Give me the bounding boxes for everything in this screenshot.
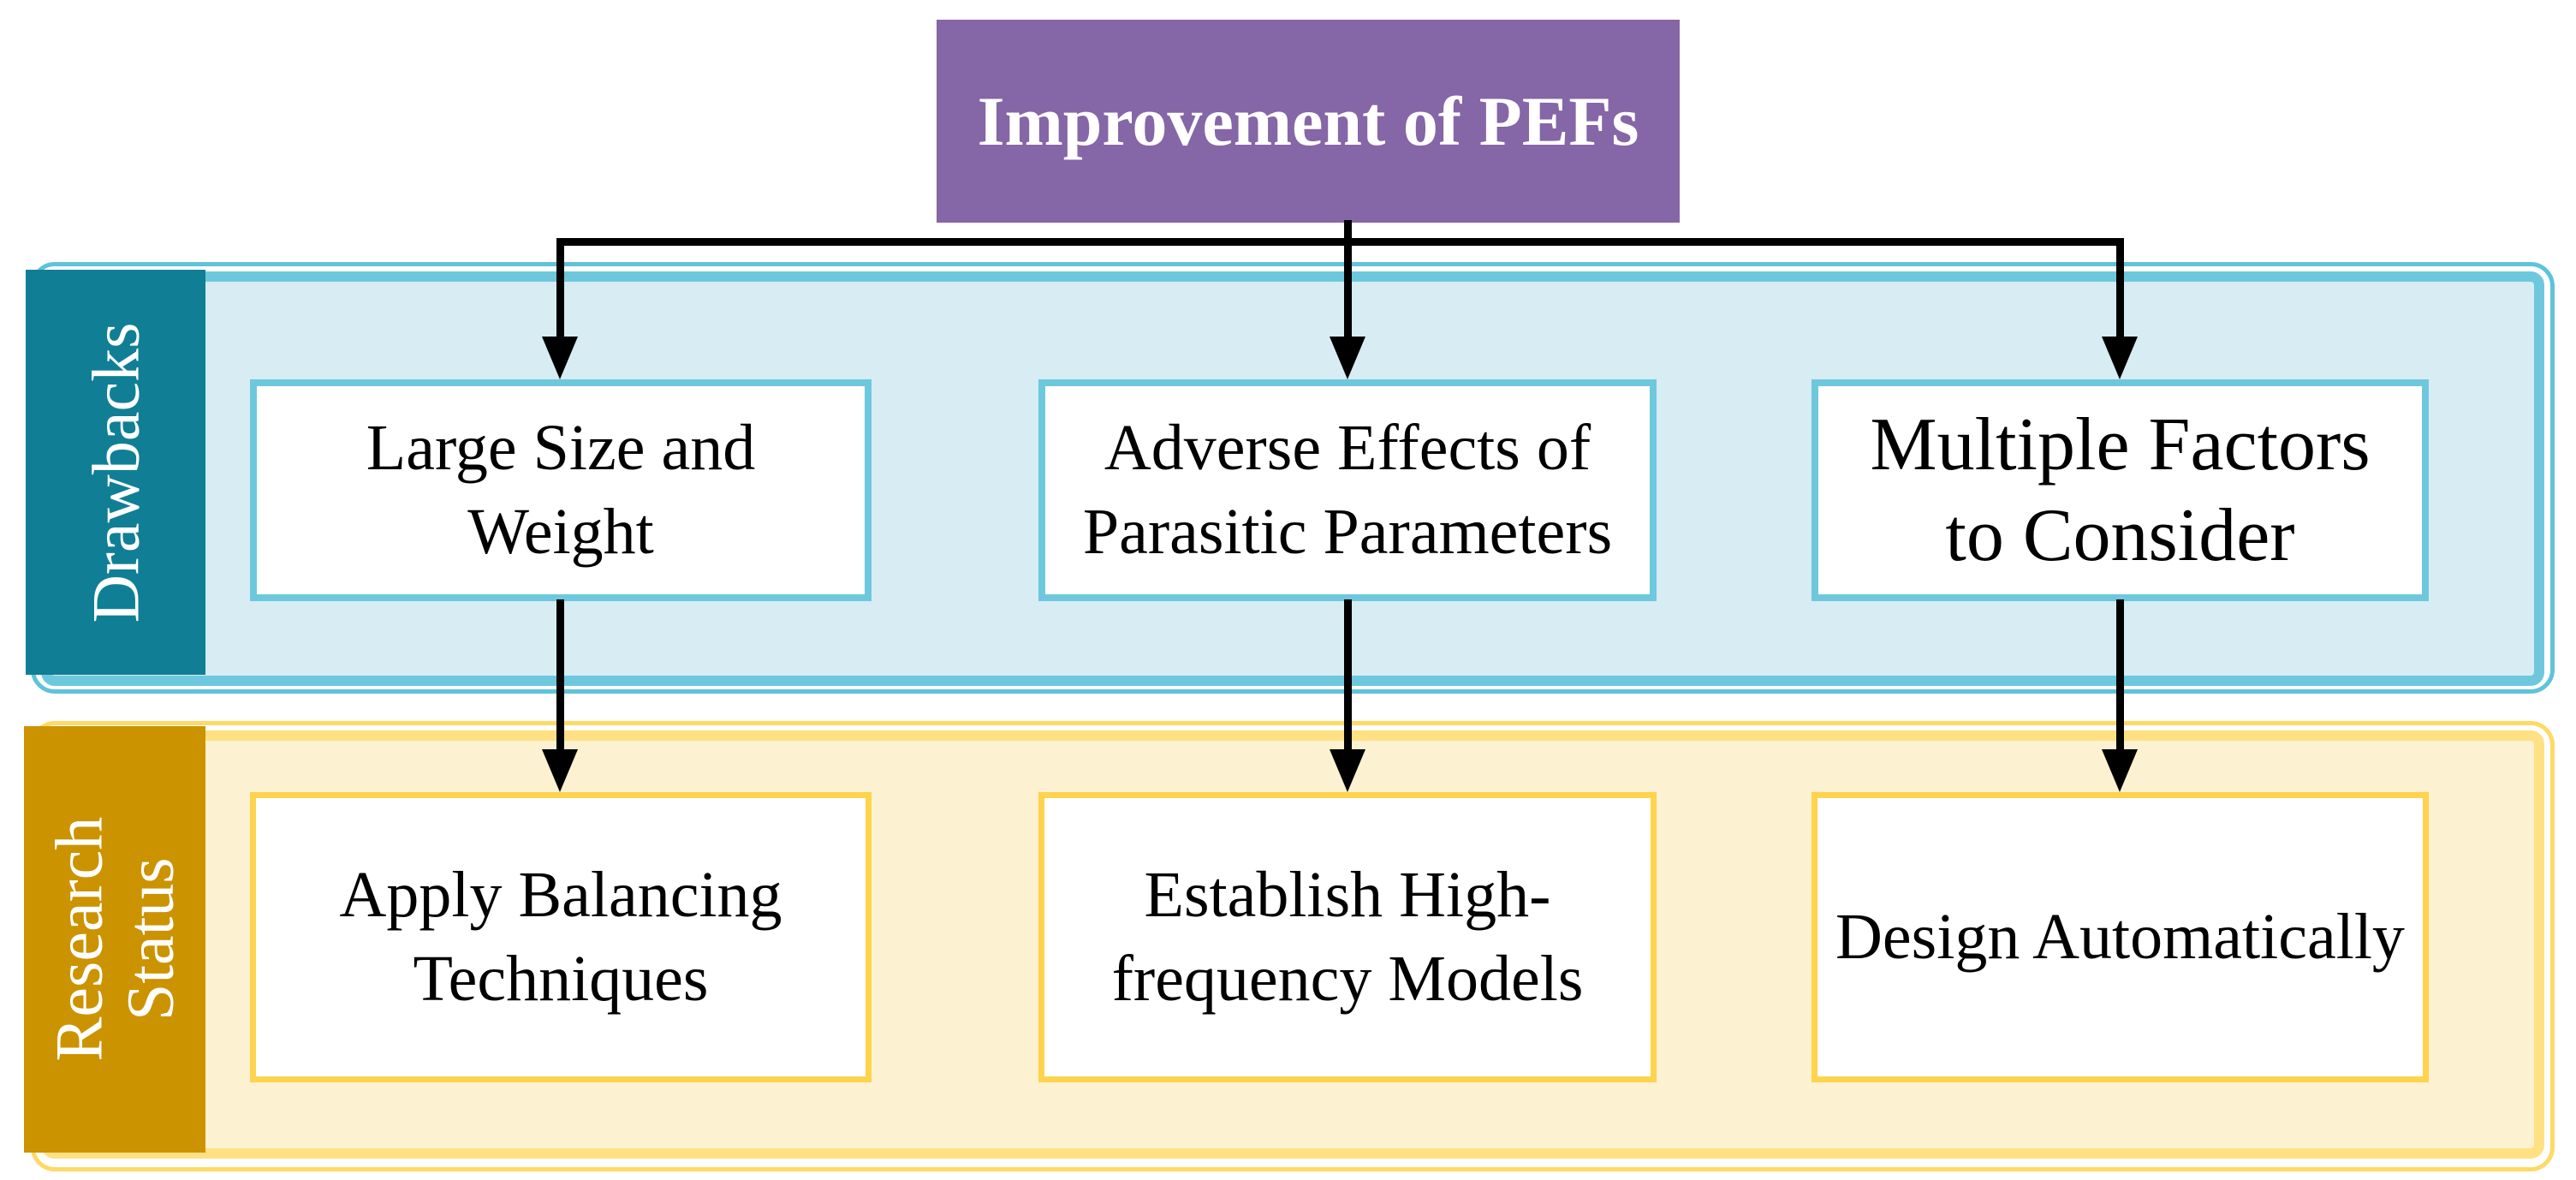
research-node-high-frequency-models: Establish High-frequency Models (1038, 792, 1657, 1082)
research-node-design-automatically-text: Design Automatically (1835, 900, 2405, 973)
connector-rail (556, 238, 2124, 246)
drawback-node-parasitic-parameters: Adverse Effects of Parasitic Parameters (1038, 379, 1657, 601)
research-status-label-line2: Status (112, 857, 187, 1022)
connector-drop-3 (2116, 240, 2124, 339)
root-node-label: Improvement of PEFs (977, 81, 1639, 160)
research-status-band-label-text: Research Status (41, 817, 187, 1062)
drawbacks-band-label: Drawbacks (26, 270, 205, 675)
drawback-node-large-size: Large Size and Weight (250, 379, 872, 601)
research-node-high-frequency-models-text: Establish High-frequency Models (1111, 859, 1584, 1015)
research-node-balancing-techniques: Apply Balancing Techniques (250, 792, 872, 1082)
drawback-node-large-size-text: Large Size and Weight (366, 412, 756, 568)
drawback-node-parasitic-parameters-text: Adverse Effects of Parasitic Parameters (1082, 412, 1613, 568)
research-status-label-line1: Research (41, 817, 116, 1062)
research-node-design-automatically: Design Automatically (1812, 792, 2429, 1082)
arrowhead-drawback-2 (1330, 337, 1365, 379)
connector-root-stem (1344, 220, 1352, 246)
arrowhead-research-1 (542, 749, 578, 792)
arrowhead-drawback-1 (542, 337, 578, 379)
arrowhead-research-3 (2102, 749, 2138, 792)
connector-drop-1 (556, 240, 564, 339)
drawback-node-multiple-factors-text: Multiple Factors to Consider (1870, 402, 2371, 577)
connector-mid-3 (2116, 599, 2124, 752)
drawbacks-band-label-text: Drawbacks (78, 322, 153, 623)
root-node-improvement-of-pefs: Improvement of PEFs (937, 20, 1680, 223)
connector-mid-2 (1344, 599, 1352, 752)
research-status-band-label: Research Status (24, 726, 205, 1153)
connector-drop-2 (1344, 240, 1352, 339)
drawback-node-multiple-factors: Multiple Factors to Consider (1812, 379, 2429, 601)
research-node-balancing-techniques-text: Apply Balancing Techniques (339, 859, 782, 1015)
connector-mid-1 (556, 599, 564, 752)
arrowhead-drawback-3 (2102, 337, 2138, 379)
arrowhead-research-2 (1330, 749, 1365, 792)
